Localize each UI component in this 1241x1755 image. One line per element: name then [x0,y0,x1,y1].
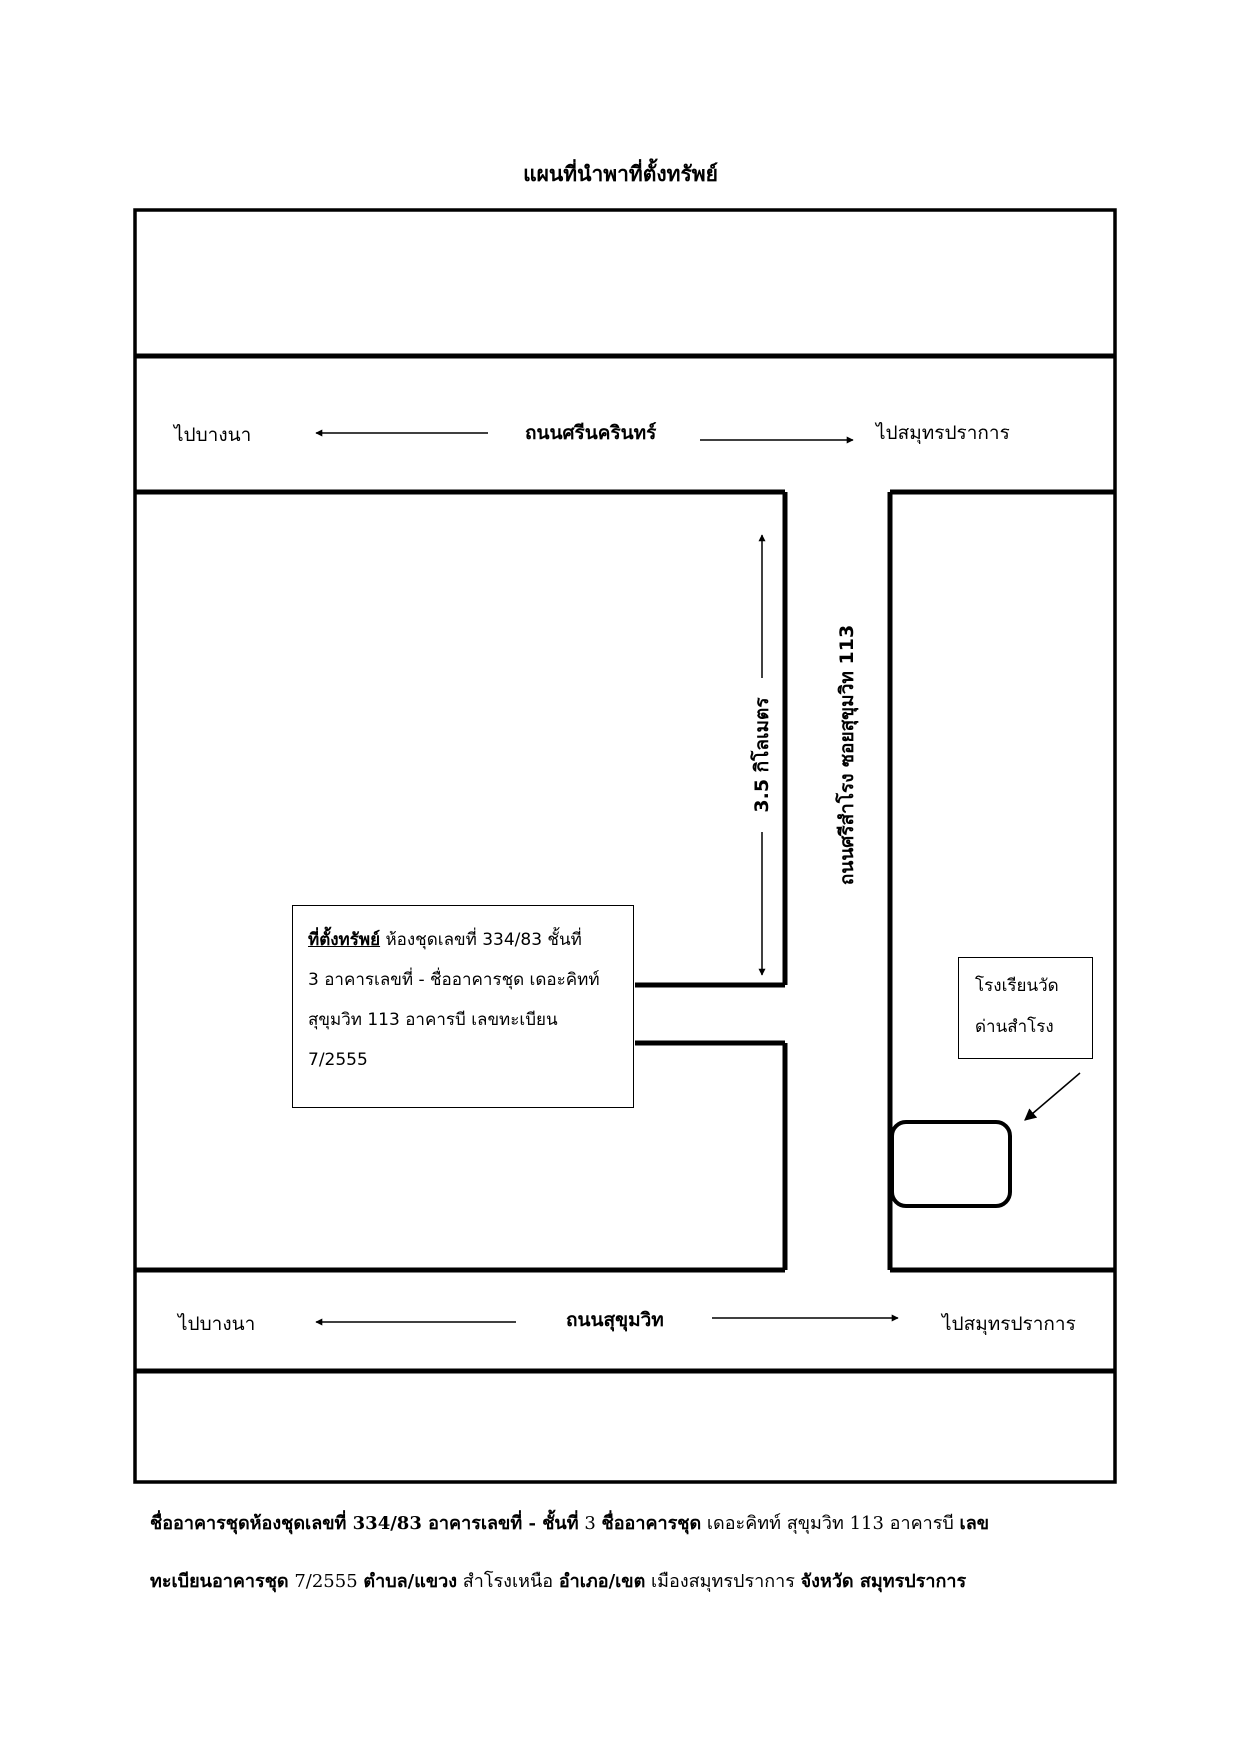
map-title: แผนที่นำพาที่ตั้งทรัพย์ [523,161,718,186]
desc-registration-label-end: ทะเบียนอาคารชุด [150,1571,289,1592]
map-frame [133,208,1117,1484]
property-location-line-2: 3 อาคารเลขที่ - ชื่ออาคารชุด เดอะคิทท์ [308,970,600,990]
top-road-left-direction: ไปบางนา [174,424,252,446]
desc-province: จังหวัด สมุทรปราการ [800,1571,967,1592]
desc-district-value: เมืองสมุทรปราการ [645,1571,801,1592]
bottom-road-name: ถนนสุขุมวิท [566,1309,664,1331]
desc-condo-name-value: เดอะคิทท์ สุขุมวิท 113 อาคารบี [701,1513,960,1534]
desc-district-label: อำเภอ/เขต [558,1571,646,1592]
desc-building-label: ชื่ออาคารชุดห้องชุดเลขที่ 334/83 อาคารเล… [150,1513,579,1534]
property-location-text-1: ห้องชุดเลขที่ 334/83 ชั้นที่ [380,930,582,950]
bottom-road-right-direction: ไปสมุทรปราการ [942,1313,1076,1335]
bottom-road-left-direction: ไปบางนา [178,1313,256,1335]
top-road-right-direction: ไปสมุทรปราการ [876,422,1010,444]
distance-label: 3.5 กิโลเมตร [751,697,773,813]
property-description-line-1: ชื่ออาคารชุดห้องชุดเลขที่ 334/83 อาคารเล… [150,1495,1110,1553]
property-location-line-4: 7/2555 [308,1050,368,1070]
school-building [890,1120,1012,1208]
property-description: ชื่ออาคารชุดห้องชุดเลขที่ 334/83 อาคารเล… [150,1495,1110,1611]
property-description-line-2: ทะเบียนอาคารชุด 7/2555 ตำบล/แขวง สำโรงเห… [150,1553,1110,1611]
landmark-label-box: โรงเรียนวัด ด่านสำโรง [958,957,1093,1059]
landmark-label-line-1: โรงเรียนวัด [975,976,1059,996]
landmark-label-line-2: ด่านสำโรง [975,1017,1054,1037]
desc-condo-name-label: ชื่ออาคารชุด [601,1513,702,1534]
desc-floor-value: 3 [578,1513,602,1534]
desc-registration-label-start: เลข [959,1513,990,1534]
side-road-name: ถนนศรีสำโรง ซอยสุขุมวิท 113 [836,624,858,886]
top-road-name: ถนนศรีนครินทร์ [525,422,657,444]
property-location-box: ที่ตั้งทรัพย์ ห้องชุดเลขที่ 334/83 ชั้นท… [292,905,634,1108]
desc-registration-value: 7/2555 [288,1571,364,1592]
property-location-heading: ที่ตั้งทรัพย์ [308,930,381,950]
property-location-line-1: ที่ตั้งทรัพย์ ห้องชุดเลขที่ 334/83 ชั้นท… [308,920,621,960]
desc-subdistrict-label: ตำบล/แขวง [363,1571,458,1592]
landmark-pointer-arrow [1024,1072,1081,1121]
desc-subdistrict-value: สำโรงเหนือ [457,1571,559,1592]
property-location-line-3: สุขุมวิท 113 อาคารบี เลขทะเบียน [308,1010,558,1030]
